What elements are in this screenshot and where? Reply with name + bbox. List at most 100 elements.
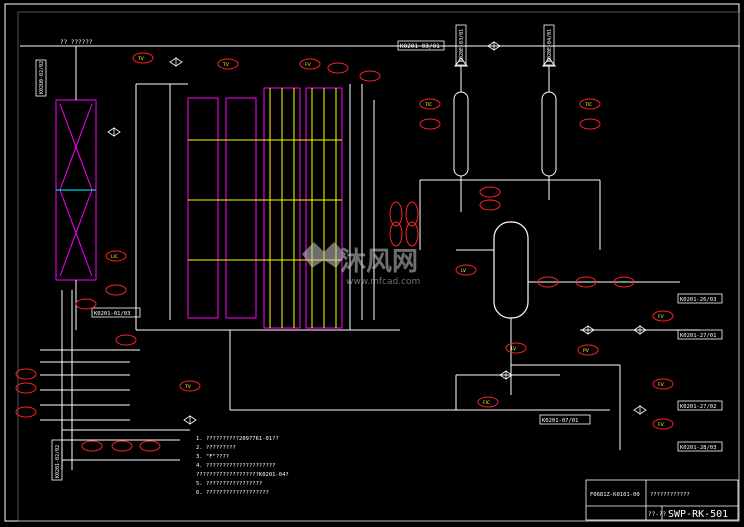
instrument-bubble xyxy=(75,298,97,310)
left-distribution-header xyxy=(40,280,190,470)
instrument-bubble xyxy=(389,201,403,227)
tag-box-top-right-1 xyxy=(455,24,467,66)
note-line: 4. ????????????????????? xyxy=(196,463,275,469)
tag-top-right-2-label: K020E-04/01 xyxy=(547,29,553,62)
instrument-bubble xyxy=(105,250,127,262)
instrument-tag-tv: TV xyxy=(222,62,230,68)
watermark-logo-icon xyxy=(302,242,346,268)
tag-right-3-label: K0201-27/02 xyxy=(680,404,716,410)
instrument-tag-fv: FV xyxy=(305,62,312,68)
instrument-bubble xyxy=(405,201,419,227)
instrument-bubble xyxy=(613,276,635,288)
instrument-bubble xyxy=(132,52,154,64)
instrument-bubble xyxy=(15,406,37,418)
title-side-text: ???????????? xyxy=(650,492,690,498)
notes-block: 1. ??????????2097761-01?? 2. ????????? 3… xyxy=(196,436,289,496)
control-valve xyxy=(183,415,197,425)
instrument-tag-tv: TV xyxy=(137,56,145,62)
instrument-bubble xyxy=(455,264,477,276)
instrument-group xyxy=(15,52,674,452)
tag-box-right-4 xyxy=(677,441,723,452)
tag-box-top-right-2 xyxy=(543,24,555,66)
tag-right-2-label: K0201-27/01 xyxy=(680,333,716,339)
instrument-bubble xyxy=(419,118,441,130)
instrument-tag-pv: PV xyxy=(583,348,590,354)
instrument-tag-fic: FIC xyxy=(483,400,490,406)
instrument-tag-lic: LIC xyxy=(111,254,118,260)
tag-box-left-mid xyxy=(91,307,141,318)
watermark-url: www.mfcad.com xyxy=(346,277,420,287)
instrument-bubble xyxy=(359,70,381,82)
instrument-bubble xyxy=(477,396,499,408)
tag-top-right-1-label: K020E-03/01 xyxy=(459,29,465,62)
instrument-bubble xyxy=(575,276,597,288)
watermark-brand: 沐风网 xyxy=(340,247,418,277)
instrument-bubble xyxy=(577,344,599,356)
tag-left-mid-label: K0201-01/03 xyxy=(94,311,130,317)
instrument-bubble xyxy=(299,58,321,70)
instrument-bubble xyxy=(327,62,349,74)
instrument-tag-tv: TV xyxy=(184,384,192,390)
instrument-bubble xyxy=(579,98,601,110)
note-line: 3. "F"???? xyxy=(196,454,229,460)
watermark: 沐风网 www.mfcad.com xyxy=(302,242,420,287)
control-valve xyxy=(581,325,595,335)
note-line: 1. ??????????2097761-01?? xyxy=(196,436,279,442)
instrument-bubble xyxy=(81,440,103,452)
note-line: 5. ????????????????? xyxy=(196,481,262,487)
instrument-bubble xyxy=(419,98,441,110)
title-block xyxy=(585,479,739,521)
instrument-bubble xyxy=(15,368,37,380)
tag-bottom-left-label: K0201-02/02 xyxy=(55,445,61,478)
tag-box-right-3 xyxy=(677,400,723,411)
tag-box-top-left xyxy=(35,59,47,97)
drawing-number: SWP-RK-501 xyxy=(668,509,728,520)
header-line-label: ?? ?????? xyxy=(60,39,93,46)
instrument-bubble xyxy=(579,118,601,130)
instrument-bubble xyxy=(139,440,161,452)
note-line: 6. ??????????????????? xyxy=(196,490,269,496)
tag-right-4-label: K0201-28/03 xyxy=(680,445,716,451)
instrument-bubble xyxy=(115,334,137,346)
valve-group xyxy=(107,41,647,425)
instrument-bubble xyxy=(105,284,127,296)
tag-box-right-1 xyxy=(677,293,723,304)
instrument-tag-fv: FV xyxy=(658,382,665,388)
tag-top-mid-label: K0201-03/01 xyxy=(400,43,440,50)
title-block-cell: ??-?? xyxy=(648,511,666,518)
control-valve xyxy=(499,370,513,380)
exchanger-bank xyxy=(135,83,400,331)
tag-center-bottom-label: K0201-07/01 xyxy=(542,418,578,424)
control-valve xyxy=(633,405,647,415)
instrument-bubble xyxy=(405,221,419,247)
instrument-tag-lv: LV xyxy=(461,268,467,274)
instrument-tag-tic: TIC xyxy=(424,102,432,108)
note-line: 2. ????????? xyxy=(196,445,236,451)
instrument-tag-lv: LV xyxy=(511,346,517,352)
tag-box-top-mid xyxy=(397,40,445,51)
instrument-bubble xyxy=(479,186,501,198)
control-valve xyxy=(487,41,501,51)
instrument-bubble xyxy=(652,310,674,322)
instrument-bubble xyxy=(652,418,674,430)
control-valve xyxy=(169,57,183,67)
instrument-bubble xyxy=(111,440,133,452)
cooling-tower xyxy=(55,99,97,281)
instrument-bubble xyxy=(652,378,674,390)
control-valve xyxy=(107,127,121,137)
tag-box-right-2 xyxy=(677,329,723,340)
instrument-tag-tic: TIC xyxy=(584,102,592,108)
note-line: ???????????????????K0201-04? xyxy=(196,472,289,478)
tag-box-center-bottom xyxy=(539,414,591,425)
instrument-bubble xyxy=(389,221,403,247)
instrument-bubble xyxy=(179,380,201,392)
instrument-bubble xyxy=(15,382,37,394)
instrument-bubble xyxy=(505,342,527,354)
tag-box-bottom-left xyxy=(51,439,63,481)
column-1 xyxy=(453,66,469,212)
title-left-code: F0681Z-K0101-00 xyxy=(590,492,640,498)
instrument-tag-fv: FV xyxy=(658,314,665,320)
control-valve xyxy=(633,325,647,335)
instrument-bubble xyxy=(479,199,501,211)
